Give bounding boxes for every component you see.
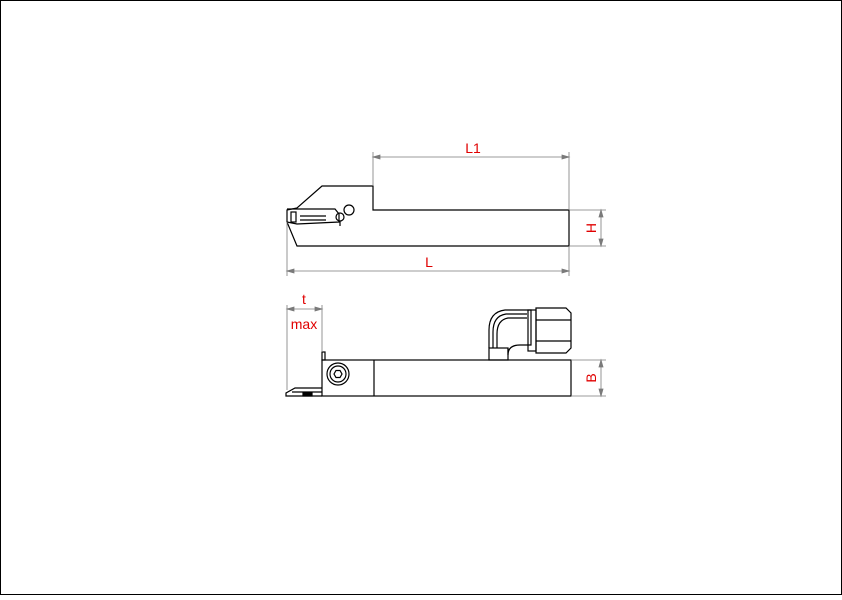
- head-tab: [321, 351, 326, 361]
- side-view: [285, 307, 572, 397]
- dim-L-label: L: [425, 254, 433, 270]
- hex-nut: [535, 307, 572, 354]
- dim-L1-label: L1: [465, 140, 481, 156]
- elbow-body: [488, 309, 532, 356]
- shank-body: [321, 359, 572, 397]
- dim-H-arrows: [598, 208, 604, 248]
- dim-L-arrows: [285, 268, 571, 274]
- dim-t-label: t: [302, 291, 306, 307]
- dim-B-label: B: [583, 373, 599, 382]
- dim-max-label: max: [291, 316, 317, 332]
- insert-outline: [286, 208, 340, 225]
- holder-body-outline: [286, 185, 570, 247]
- socket-screw-outer: [326, 362, 350, 386]
- top-view-dimensions: [285, 152, 606, 276]
- dim-L1-arrows: [371, 154, 571, 160]
- insert-mark: [302, 392, 313, 397]
- dim-t-arrows: [285, 306, 324, 312]
- insert-tip: [290, 211, 297, 223]
- elbow-inner-line: [492, 313, 527, 348]
- dim-B-arrows: [598, 358, 604, 398]
- insert-blade: [285, 387, 322, 397]
- top-view: [286, 185, 570, 247]
- clamp-screw-head: [343, 204, 355, 216]
- elbow-inner-line-2: [496, 317, 527, 348]
- dim-H-label: H: [583, 223, 599, 233]
- hex-socket: [333, 369, 343, 379]
- socket-screw-inner: [329, 365, 347, 383]
- side-view-dimensions: [285, 305, 606, 398]
